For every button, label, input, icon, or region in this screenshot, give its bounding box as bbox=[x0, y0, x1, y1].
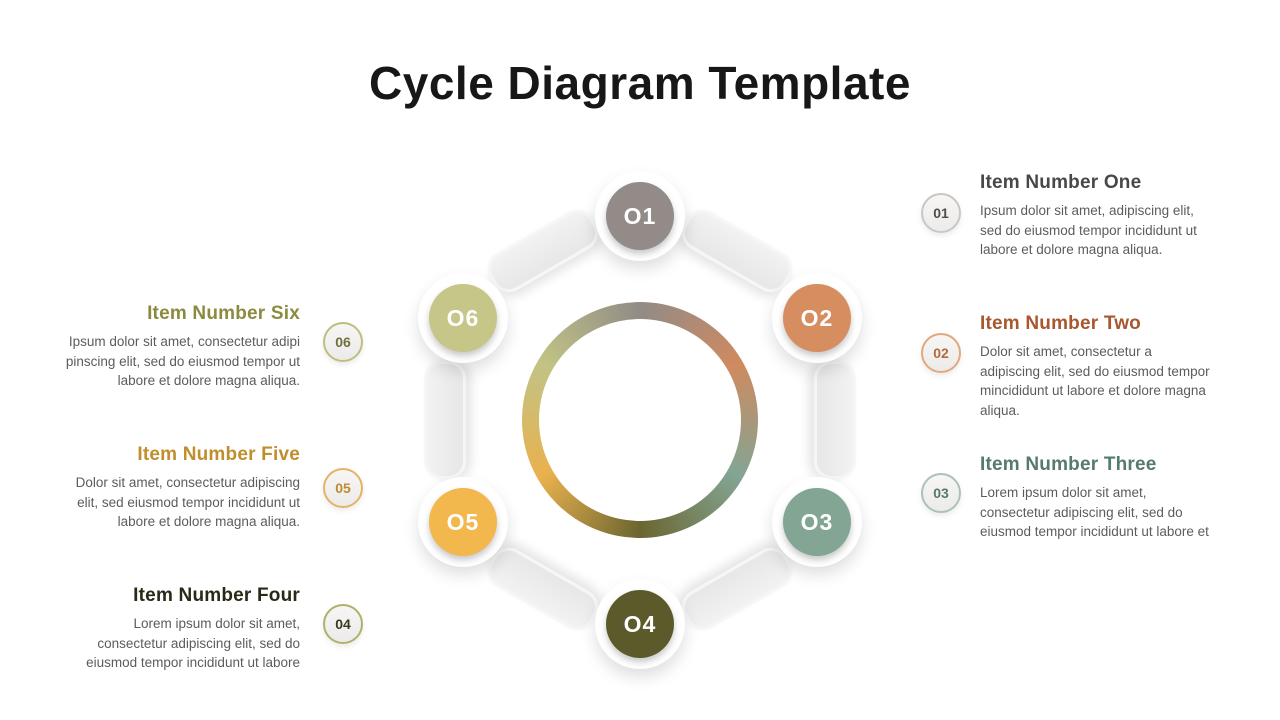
badge-label: 06 bbox=[335, 334, 351, 350]
cycle-node-o1: O1 bbox=[595, 171, 685, 261]
item-heading: Item Number Two bbox=[980, 313, 1141, 334]
node-label: O6 bbox=[446, 304, 480, 331]
cycle-node-o3: O3 bbox=[772, 477, 862, 567]
badge-item-two: 02 bbox=[921, 333, 961, 373]
item-number-five: Item Number Five Dolor sit amet, consect… bbox=[60, 444, 300, 532]
node-label: O3 bbox=[800, 508, 834, 535]
node-inner-circle: O1 bbox=[606, 182, 674, 250]
badge-item-four: 04 bbox=[323, 604, 363, 644]
cycle-ring-hole bbox=[539, 319, 741, 521]
node-label: O2 bbox=[800, 304, 834, 331]
node-label: O5 bbox=[446, 508, 480, 535]
node-label: O1 bbox=[623, 202, 657, 229]
badge-label: 03 bbox=[933, 485, 949, 501]
cycle-node-o5: O5 bbox=[418, 477, 508, 567]
item-body: Lorem ipsum dolor sit amet, consectetur … bbox=[86, 616, 300, 671]
badge-label: 02 bbox=[933, 345, 949, 361]
item-number-three: Item Number Three Lorem ipsum dolor sit … bbox=[980, 454, 1215, 542]
node-label: O4 bbox=[623, 610, 657, 637]
item-number-four: Item Number Four Lorem ipsum dolor sit a… bbox=[60, 585, 300, 673]
item-number-one: Item Number One Ipsum dolor sit amet, ad… bbox=[980, 172, 1215, 260]
badge-item-six: 06 bbox=[323, 322, 363, 362]
item-heading: Item Number Four bbox=[133, 585, 300, 606]
item-number-two: Item Number Two Dolor sit amet, consecte… bbox=[980, 313, 1215, 420]
item-heading: Item Number Six bbox=[147, 303, 300, 324]
item-body: Lorem ipsum dolor sit amet, consectetur … bbox=[980, 485, 1209, 540]
item-heading: Item Number Five bbox=[137, 444, 300, 465]
badge-label: 01 bbox=[933, 205, 949, 221]
item-body: Ipsum dolor sit amet, consectetur adipi … bbox=[65, 334, 300, 389]
badge-item-one: 01 bbox=[921, 193, 961, 233]
node-inner-circle: O2 bbox=[783, 284, 851, 352]
node-inner-circle: O4 bbox=[606, 590, 674, 658]
item-heading: Item Number One bbox=[980, 172, 1142, 193]
cycle-node-o2: O2 bbox=[772, 273, 862, 363]
badge-item-five: 05 bbox=[323, 468, 363, 508]
item-body: Dolor sit amet, consectetur a adipiscing… bbox=[980, 344, 1210, 418]
cycle-node-o6: O6 bbox=[418, 273, 508, 363]
item-body: Dolor sit amet, consectetur adipiscing e… bbox=[75, 475, 300, 530]
node-inner-circle: O3 bbox=[783, 488, 851, 556]
connector-pill bbox=[814, 361, 856, 479]
node-inner-circle: O6 bbox=[429, 284, 497, 352]
badge-label: 04 bbox=[335, 616, 351, 632]
connector-pill bbox=[424, 361, 466, 479]
page-title: Cycle Diagram Template bbox=[369, 57, 911, 109]
item-body: Ipsum dolor sit amet, adipiscing elit, s… bbox=[980, 203, 1197, 258]
cycle-ring bbox=[522, 302, 758, 538]
item-number-six: Item Number Six Ipsum dolor sit amet, co… bbox=[60, 303, 300, 391]
cycle-node-o4: O4 bbox=[595, 579, 685, 669]
badge-label: 05 bbox=[335, 480, 351, 496]
item-heading: Item Number Three bbox=[980, 454, 1157, 475]
node-inner-circle: O5 bbox=[429, 488, 497, 556]
badge-item-three: 03 bbox=[921, 473, 961, 513]
